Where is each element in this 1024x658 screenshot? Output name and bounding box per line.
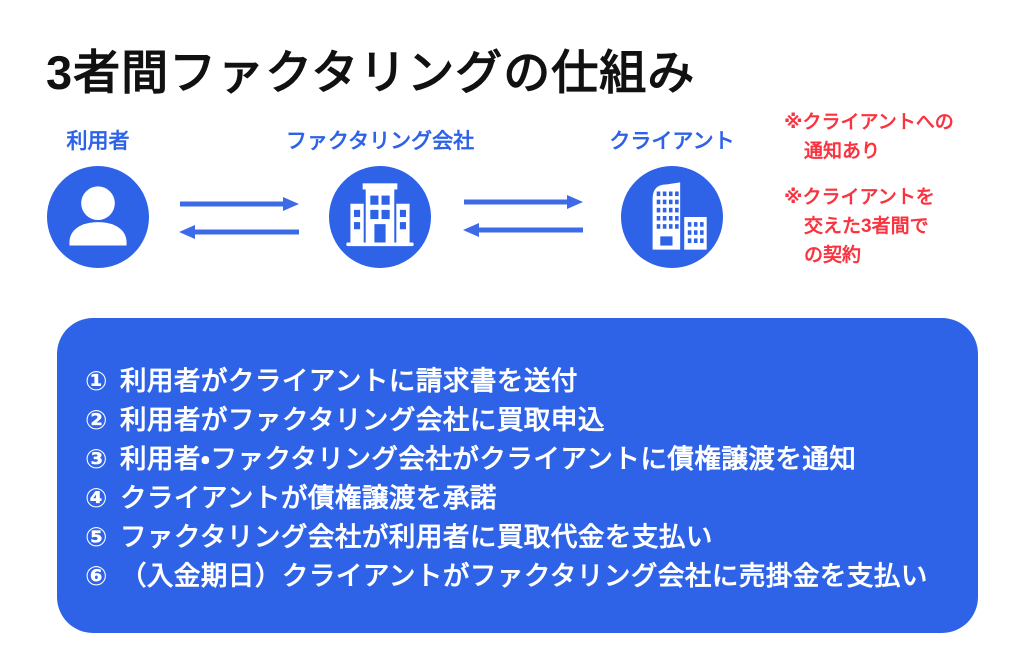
note-line: 通知あり — [804, 141, 881, 162]
step-item-2: ② 利用者がファクタリング会社に買取申込 — [85, 407, 954, 434]
actor-factoring-label: ファクタリング会社 — [285, 130, 475, 153]
step-number: ④ — [85, 483, 108, 513]
arrow-left-icon — [179, 225, 195, 239]
steps-panel: ① 利用者がクライアントに請求書を送付 ② 利用者がファクタリング会社に買取申込… — [57, 318, 978, 633]
office-building-icon — [329, 166, 431, 268]
step-text: ファクタリング会社が利用者に買取代金を支払い — [119, 522, 713, 552]
step-number: ⑤ — [85, 522, 108, 552]
step-item-1: ① 利用者がクライアントに請求書を送付 — [85, 368, 954, 395]
annotations: ※クライアントへの 通知あり ※クライアントを 交えた3者間で の契約 — [784, 108, 1014, 287]
step-item-5: ⑤ ファクタリング会社が利用者に買取代金を支払い — [85, 524, 954, 551]
step-number: ① — [85, 366, 108, 396]
arrow-right-icon — [283, 197, 299, 211]
step-item-4: ④ クライアントが債権譲渡を承諾 — [85, 485, 954, 512]
page-title: 3者間ファクタリングの仕組み — [46, 46, 696, 99]
step-number: ② — [85, 405, 108, 435]
arrow-right-icon — [567, 195, 583, 209]
person-icon — [47, 166, 149, 268]
step-text: （入金期日）クライアントがファクタリング会社に売掛金を支払い — [119, 561, 928, 591]
step-item-6: ⑥ （入金期日）クライアントがファクタリング会社に売掛金を支払い — [85, 563, 954, 590]
note-line: ※クライアントへの — [784, 112, 954, 133]
actor-client: クライアント — [562, 129, 782, 268]
step-item-3: ③ 利用者・ファクタリング会社がクライアントに債権譲渡を通知 — [85, 446, 954, 473]
step-number: ③ — [85, 444, 108, 474]
note-client-notified: ※クライアントへの 通知あり — [784, 108, 1014, 166]
step-text: 利用者・ファクタリング会社がクライアントに債権譲渡を通知 — [119, 444, 857, 474]
arrows-factoring-client — [463, 195, 583, 237]
note-line: の契約 — [804, 245, 862, 266]
actor-factoring-company: ファクタリング会社 — [270, 129, 490, 268]
actor-user: 利用者 — [0, 129, 208, 268]
step-text: 利用者がファクタリング会社に買取申込 — [119, 405, 605, 435]
step-number: ⑥ — [85, 561, 108, 591]
city-buildings-icon — [621, 166, 723, 268]
step-text: 利用者がクライアントに請求書を送付 — [119, 366, 578, 396]
note-three-party-contract: ※クライアントを 交えた3者間で の契約 — [784, 183, 1014, 270]
actor-client-label: クライアント — [609, 130, 735, 153]
arrows-user-factoring — [179, 197, 299, 239]
actor-user-label: 利用者 — [66, 130, 130, 153]
step-text: クライアントが債権譲渡を承諾 — [119, 483, 497, 513]
note-line: 交えた3者間で — [804, 216, 929, 237]
arrow-left-icon — [463, 223, 479, 237]
note-line: ※クライアントを — [784, 187, 935, 208]
